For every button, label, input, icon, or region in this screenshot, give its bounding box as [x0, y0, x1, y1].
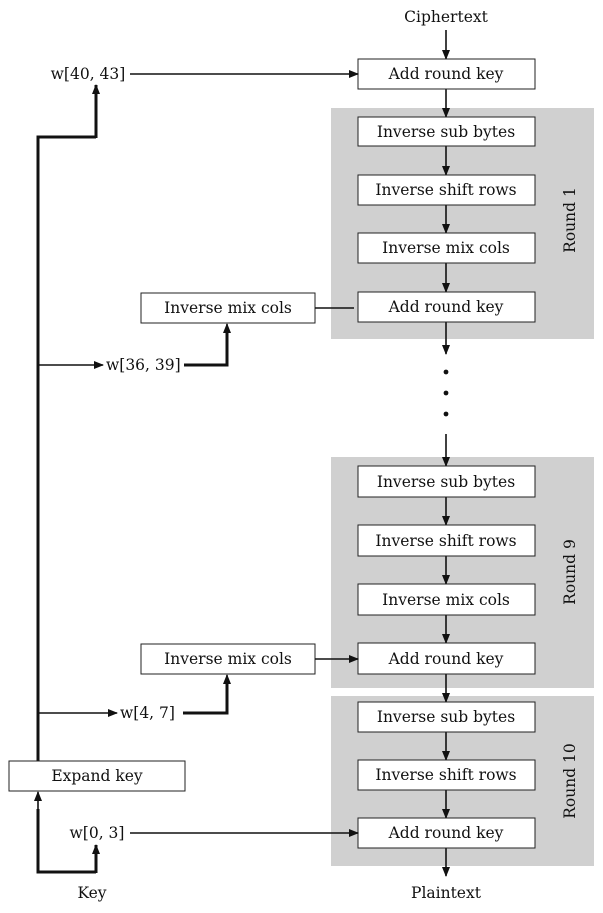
key-trunk-bottom [36, 809, 96, 874]
connector-w36-to-side-mix [184, 331, 229, 367]
r9-step-4-label: Add round key [388, 650, 504, 668]
w36-39-label: w[36, 39] [106, 356, 181, 374]
r10-inverse-shift-rows-box [357, 759, 536, 791]
connector-w4-to-side-mix [183, 684, 229, 715]
r10-step-3-label: Add round key [388, 824, 504, 842]
ellipsis-dot-2 [443, 390, 449, 396]
r9-inverse-sub-bytes-box [357, 465, 536, 498]
r10-add-round-key-box [357, 817, 536, 849]
r1-step-4-label: Add round key [388, 298, 504, 316]
side-inverse-mix-cols-r1-label: Inverse mix cols [164, 299, 292, 317]
r9-step-2-label: Inverse shift rows [375, 532, 516, 550]
key-label: Key [77, 884, 106, 902]
w0-3-label: w[0, 3] [70, 824, 125, 842]
r1-step-3-label: Inverse mix cols [382, 239, 510, 257]
r9-step-3-label: Inverse mix cols [382, 591, 510, 609]
round-1-label: Round 1 [561, 187, 579, 253]
expand-key-label: Expand key [51, 767, 143, 785]
initial-add-round-key-label: Add round key [388, 65, 504, 83]
w40-43-label: w[40, 43] [51, 65, 126, 83]
r10-step-1-label: Inverse sub bytes [377, 708, 515, 726]
side-inverse-mix-cols-r9-label: Inverse mix cols [164, 650, 292, 668]
r1-add-round-key-box [357, 291, 536, 323]
r9-inverse-shift-rows-box [357, 524, 536, 557]
r10-step-2-label: Inverse shift rows [375, 766, 516, 784]
r1-step-1-label: Inverse sub bytes [377, 123, 515, 141]
ellipsis-dot-1 [443, 369, 449, 375]
r9-step-1-label: Inverse sub bytes [377, 473, 515, 491]
round-9-label: Round 9 [561, 539, 579, 605]
round-10-label: Round 10 [561, 743, 579, 819]
plaintext-label: Plaintext [411, 884, 482, 902]
r9-inverse-mix-cols-box [357, 583, 536, 616]
r1-inverse-shift-rows-box [357, 174, 536, 206]
r1-inverse-mix-cols-box [357, 232, 536, 264]
ciphertext-label: Ciphertext [404, 8, 488, 26]
r1-step-2-label: Inverse shift rows [375, 181, 516, 199]
expand-key-box [8, 760, 186, 792]
w4-7-label: w[4, 7] [120, 704, 175, 722]
r10-inverse-sub-bytes-box [357, 701, 536, 733]
r1-inverse-sub-bytes-box [357, 116, 536, 147]
r9-add-round-key-box [357, 642, 536, 675]
side-inverse-mix-cols-r9-box [140, 643, 316, 675]
ellipsis-dot-3 [443, 411, 449, 417]
